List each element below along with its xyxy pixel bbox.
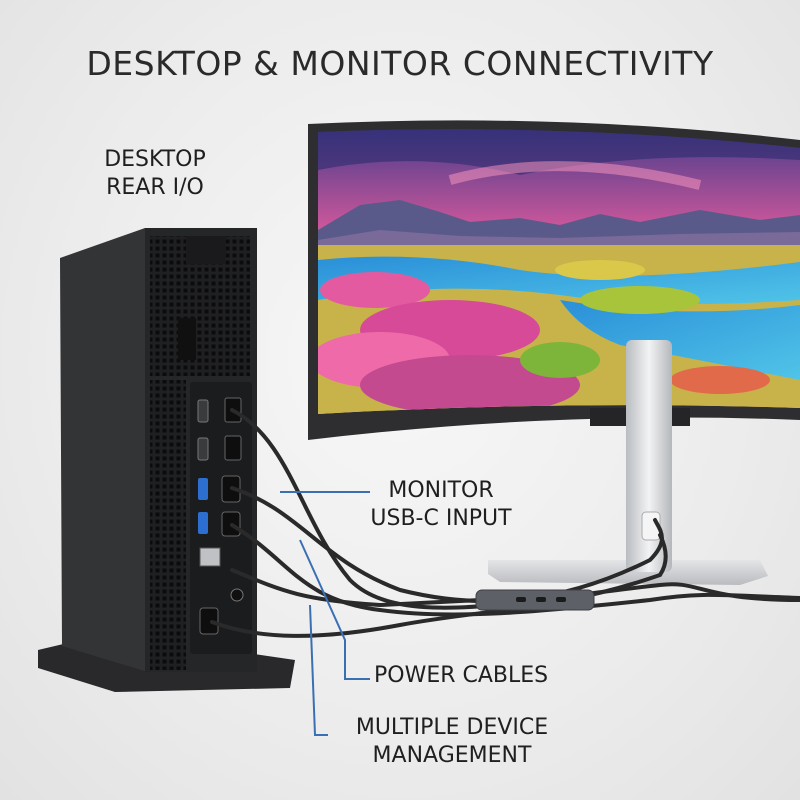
monitor-label-line1: MONITOR — [388, 478, 494, 503]
monitor — [308, 120, 800, 441]
desktop-label-line1: DESKTOP — [104, 147, 206, 172]
multi-label-line2: MANAGEMENT — [372, 743, 532, 768]
cables — [210, 408, 800, 638]
page-title: DESKTOP & MONITOR CONNECTIVITY — [86, 44, 714, 83]
desktop-rear-io-label: DESKTOP REAR I/O — [40, 146, 270, 202]
monitor-label-line2: USB-C INPUT — [370, 506, 512, 531]
monitor-stand — [488, 340, 768, 585]
callout-lines — [280, 491, 370, 736]
desktop-label-line2: REAR I/O — [106, 175, 204, 200]
monitor-usbc-label: MONITOR USB-C INPUT — [346, 477, 536, 533]
monitor-screen — [318, 129, 800, 414]
multiple-device-management-label: MULTIPLE DEVICE MANAGEMENT — [332, 714, 572, 770]
usb-c-hub — [475, 589, 595, 611]
multi-label-line1: MULTIPLE DEVICE — [355, 715, 549, 740]
desktop-tower — [38, 228, 295, 692]
power-cables-label: POWER CABLES — [374, 663, 549, 688]
